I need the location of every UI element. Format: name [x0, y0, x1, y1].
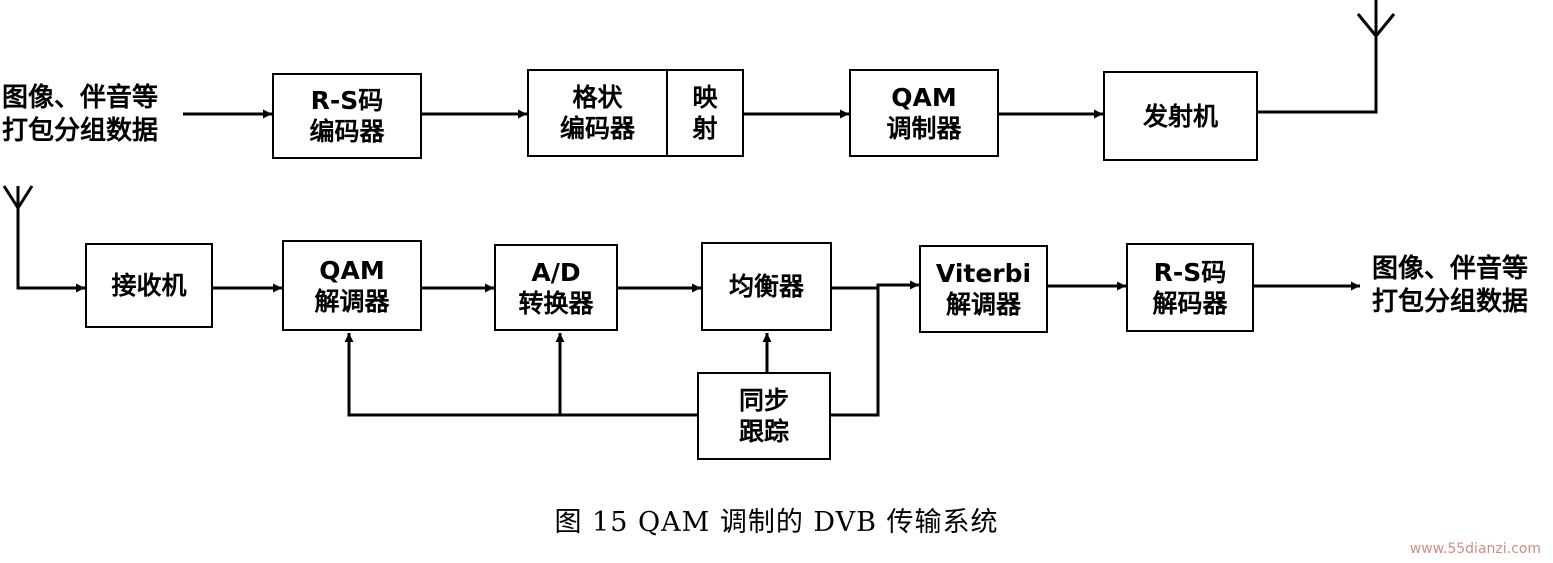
- transmit-antenna-icon: [1356, 0, 1396, 37]
- wire-viterbi-tap-to-sync: [829, 288, 880, 417]
- wire-sync-feedback-bus: [344, 333, 697, 417]
- output-data-label: 图像、伴音等 打包分组数据: [1372, 254, 1529, 317]
- qam-modulator-label: QAM 调制器: [886, 83, 962, 143]
- mapping-label: 映 射: [692, 83, 718, 143]
- wire-antenna-to-receiver: [16, 208, 85, 293]
- equalizer-label: 均衡器: [728, 272, 804, 301]
- trellis-mapping-block: 格状 编码器 映 射: [527, 69, 744, 157]
- rs-decoder-block: R-S码 解码器: [1126, 243, 1254, 332]
- qam-modulator-block: QAM 调制器: [849, 69, 999, 157]
- transmitter-label: 发射机: [1142, 101, 1218, 131]
- transmitter-block: 发射机: [1103, 71, 1258, 161]
- wire-transmitter-to-antenna: [1256, 36, 1378, 114]
- rs-decoder-label: R-S码 解码器: [1152, 257, 1228, 318]
- equalizer-block: 均衡器: [701, 242, 832, 331]
- wire-equalizer-to-viterbi: [830, 280, 919, 290]
- rs-encoder-label: R-S码 编码器: [309, 86, 385, 146]
- ad-converter-label: A/D 转换器: [518, 257, 594, 318]
- viterbi-decoder-block: Viterbi 解调器: [919, 245, 1048, 333]
- ad-converter-block: A/D 转换器: [494, 244, 618, 331]
- receiver-block: 接收机: [85, 243, 213, 328]
- receiver-label: 接收机: [111, 271, 187, 300]
- sync-tracking-block: 同步 跟踪: [697, 372, 831, 460]
- receive-antenna-icon: [2, 185, 34, 209]
- rs-encoder-block: R-S码 编码器: [272, 73, 422, 159]
- watermark: www.55dianzi.com: [1409, 541, 1541, 557]
- figure-caption: 图 15 QAM 调制的 DVB 传输系统: [554, 507, 999, 538]
- sync-tracking-label: 同步 跟踪: [738, 386, 789, 446]
- trellis-encoder-label: 格状 编码器: [529, 71, 668, 155]
- qam-demodulator-block: QAM 解调器: [282, 240, 422, 331]
- input-data-label: 图像、伴音等 打包分组数据: [2, 83, 159, 146]
- viterbi-decoder-label: Viterbi 解调器: [935, 259, 1032, 319]
- qam-demodulator-label: QAM 解调器: [314, 255, 390, 316]
